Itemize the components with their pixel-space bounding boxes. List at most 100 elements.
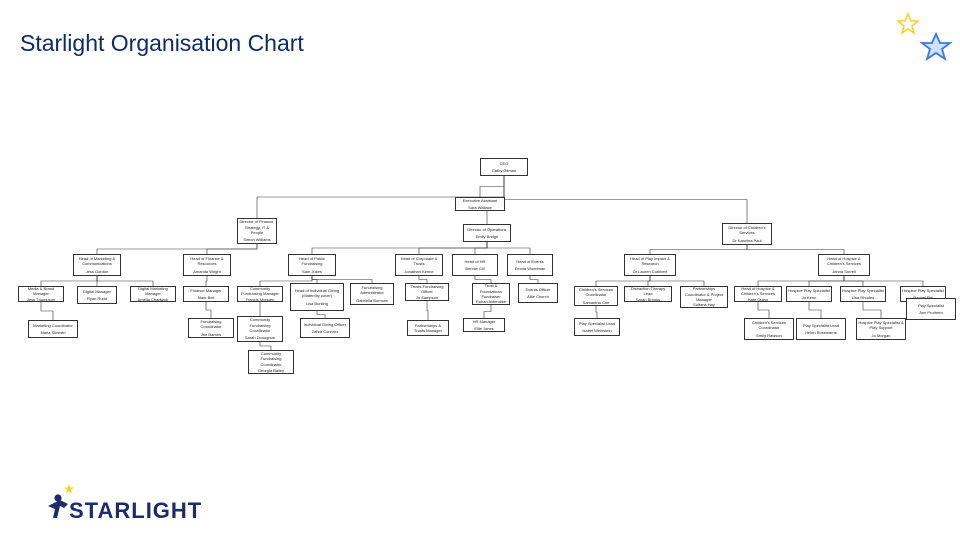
org-node-name: Simon Williams <box>243 237 271 243</box>
org-node-title: Head of Marketing & Communications <box>78 256 116 267</box>
org-node-name: Maria Silvestri <box>40 330 66 335</box>
connector-line <box>316 311 326 318</box>
connector-line <box>843 276 924 286</box>
org-node-name: Jess Thompson <box>26 296 56 302</box>
org-node-name: Jonathan Kenne <box>404 268 434 274</box>
org-node-title: Individual Giving Officer <box>303 321 347 327</box>
org-node-name: Jo Kenn <box>801 295 817 300</box>
connector-line <box>40 302 54 320</box>
connector-line <box>206 244 258 254</box>
connector-line <box>529 276 539 283</box>
org-node-name: Jo Morgan <box>871 332 891 338</box>
connector-line <box>205 276 208 286</box>
connector-line <box>503 176 748 223</box>
connector-line <box>474 242 488 254</box>
connector-line <box>474 276 492 283</box>
org-node-name: Jenna Sorrell <box>832 268 856 274</box>
org-node-title: Media & Brand Manager <box>27 286 55 297</box>
connector-line <box>259 342 272 350</box>
org-node-name: Sara Wallace <box>468 204 492 210</box>
org-node-title: Head of Corporate & Trusts <box>400 256 438 267</box>
org-node-title: Director of Children's Services <box>728 225 766 236</box>
org-node-title: Head of Events <box>516 258 544 264</box>
org-node-title: Children's Services Coordinator <box>751 320 787 331</box>
org-node-title: Digital Manager <box>82 288 111 294</box>
org-node-title: Head of Hospice & Children's Services <box>826 256 862 267</box>
connector-line <box>862 302 882 318</box>
connector-line <box>418 276 428 283</box>
org-node-name: Alfie Church <box>527 294 549 299</box>
connector-line <box>808 302 822 318</box>
yellow-star-icon <box>895 11 921 35</box>
org-node-dfin: Director of Finance, Strategy, IT & Peop… <box>237 218 277 244</box>
org-node-name: Francis Moguen <box>245 296 275 302</box>
connector-line <box>96 276 154 286</box>
org-node-title: Finance Manager <box>190 287 222 293</box>
org-node-name: Bennie Gill <box>465 266 485 271</box>
org-node-title: Trusts Fundraising Officer <box>410 284 444 295</box>
org-node-title: Community Fundraising Manager <box>241 286 279 297</box>
org-node-name: Lisa Rhodes <box>851 295 875 300</box>
org-node-name: Cathy Gilman <box>491 168 517 173</box>
org-node-name: Mark Bell <box>197 295 215 300</box>
connector-line <box>649 276 705 286</box>
org-node-title: Community Fundraising Coordinator <box>260 351 282 367</box>
org-node-name: Emily Bridge <box>475 234 499 239</box>
org-node-title: Partnerships & Trusts Manager <box>414 322 442 333</box>
org-node-title: Play Specialist Lead <box>578 320 616 326</box>
org-node-title: Head of Hospice & Children's Services <box>740 286 776 297</box>
org-node-title: Fundraising Coordinator <box>200 319 222 330</box>
org-node-title: Head of Individual Giving (Maternity cov… <box>294 288 340 299</box>
org-node-name: Rohan Aldendike <box>475 299 507 305</box>
org-node-name: Lisa Bunting <box>305 300 328 306</box>
org-node-title: Distraction Therapy Lead <box>630 286 666 297</box>
org-node-title: Community Fundraising Coordinator <box>249 317 271 333</box>
org-node-title: Head of Finance & Resources <box>190 256 224 267</box>
org-node-name: Amelia Chadwick <box>137 296 169 302</box>
org-node-title: Executive Assistant <box>462 198 498 203</box>
org-node-name: Sam Jukes <box>302 268 322 274</box>
org-node-title: HR Manager <box>472 319 496 324</box>
connector-line <box>595 306 598 318</box>
connector-line <box>311 276 373 283</box>
connector-line <box>426 301 429 320</box>
org-node-name: Amanda Wright <box>193 268 221 274</box>
org-node-name: Dr Karolina Paul <box>732 237 762 243</box>
org-node-name: Ellie Jones <box>474 325 494 331</box>
org-node-name: Emily Rawson <box>756 332 782 338</box>
org-node-name: Rachel Pitt <box>913 295 932 300</box>
org-node-title: Digital Marketing Manager <box>138 286 168 297</box>
org-node-ig: Head of Individual Giving (Maternity cov… <box>290 283 344 311</box>
connector-line <box>483 305 492 318</box>
org-node-name: Dr Lauren Cuthbert <box>632 268 668 274</box>
logo-wordmark: STARLIGHT <box>69 498 202 523</box>
org-node-name: Sarah Donoghue <box>244 335 276 341</box>
org-node-title: Head of Play Impact & Research <box>630 256 670 267</box>
org-node-title: Director of Finance, Strategy, IT & Peop… <box>239 219 275 235</box>
org-node-name: Sarah Brooks <box>635 296 661 302</box>
org-node-name: Isabel Weinstein <box>582 328 612 333</box>
org-node-title: Events Officer <box>525 286 551 292</box>
